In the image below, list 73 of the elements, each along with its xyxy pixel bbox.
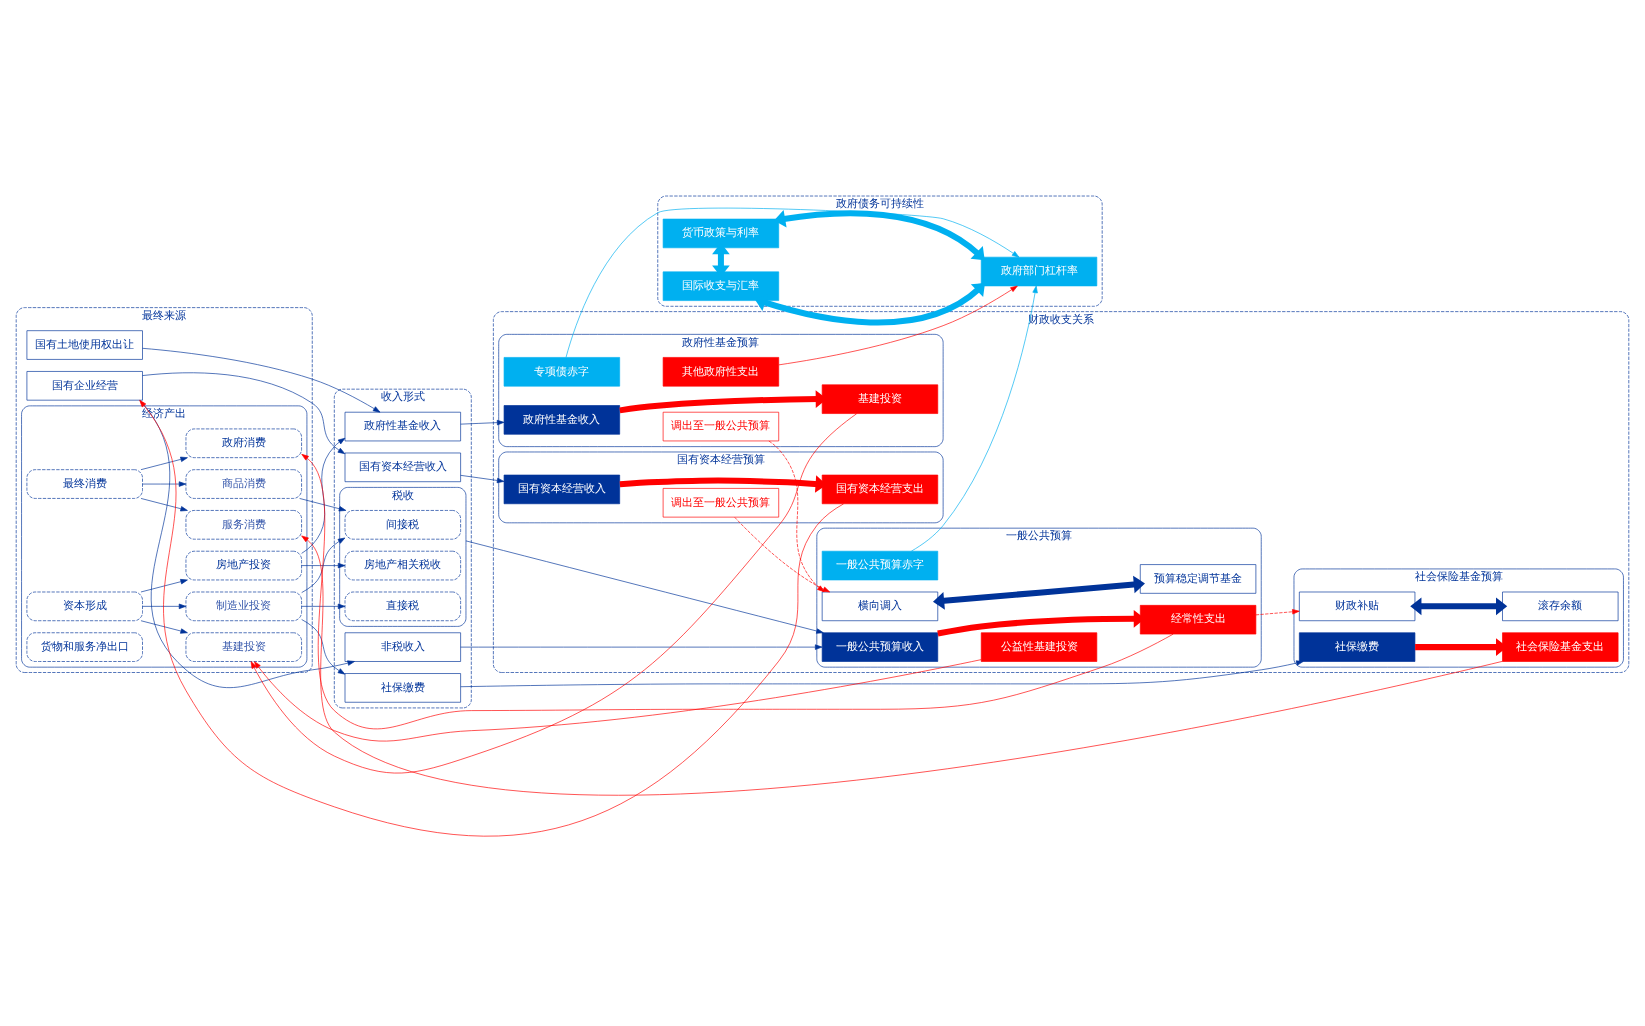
node-box: 公益性基建投资 (980, 631, 1098, 662)
node-box: 一般公共预算赤字 (821, 550, 939, 580)
arrow (301, 537, 346, 593)
arrow (734, 516, 831, 592)
arrow (565, 207, 1020, 358)
arrow (142, 372, 346, 454)
arrow (140, 578, 188, 592)
arrow (754, 282, 986, 325)
node-box: 国有资本经营收入 (503, 474, 620, 504)
node-box: 财政补贴 (1299, 591, 1416, 621)
node-box: 国际收支与汇率 (662, 271, 780, 301)
node-box: 房地产投资 (185, 550, 302, 580)
node-box: 专项债赤字 (503, 356, 620, 386)
node-box: 横向调入 (821, 591, 939, 621)
arrow (250, 412, 858, 773)
node-box: 经常性支出 (1139, 604, 1257, 634)
node-box: 政府部门杠杆率 (980, 256, 1098, 286)
arrow (140, 456, 188, 470)
arrow (465, 540, 824, 634)
arrow (299, 497, 347, 511)
arrow (301, 603, 346, 609)
node-box: 最终消费 (26, 468, 143, 499)
arrow (139, 399, 355, 688)
arrow (254, 658, 982, 741)
arrow (1410, 597, 1508, 615)
arrow (460, 474, 505, 483)
arrow (778, 285, 1018, 365)
node-box: 国有企业经营 (26, 370, 143, 400)
node-box: 政府性基金收入 (344, 411, 461, 441)
node-box: 社会保险基金支出 (1502, 631, 1619, 662)
arrow (142, 480, 187, 487)
node-box: 调出至一般公共预算 (662, 487, 780, 517)
node-box: 直接税 (344, 591, 461, 621)
arrow (301, 618, 346, 674)
node-box: 资本形成 (26, 591, 143, 621)
node-box: 政府消费 (185, 428, 302, 458)
node-box: 货物和服务净出口 (26, 631, 143, 662)
node-box: 预算稳定调节基金 (1139, 563, 1257, 594)
node-box: 间接税 (344, 509, 461, 540)
node-box: 房地产相关税收 (344, 550, 461, 580)
node-box: 基建投资 (821, 383, 939, 414)
arrow (301, 453, 1174, 729)
arrow (142, 603, 187, 609)
arrow (301, 562, 346, 568)
arrow (768, 440, 825, 592)
node-box: 滚存余额 (1502, 591, 1619, 621)
node-box: 政府性基金收入 (503, 404, 620, 435)
node-box: 其他政府性支出 (662, 356, 780, 386)
node-box: 调出至一般公共预算 (662, 411, 780, 441)
arrow (460, 659, 1304, 687)
node-box: 非税收入 (344, 631, 461, 662)
arrow (460, 643, 823, 650)
arrow (140, 497, 188, 511)
node-box: 商品消费 (185, 468, 302, 499)
node-box: 社保缴费 (1299, 631, 1416, 662)
arrow (932, 575, 1145, 610)
arrow (460, 419, 505, 425)
node-box: 基建投资 (185, 631, 302, 662)
arrow (911, 285, 1038, 551)
arrow (1255, 608, 1300, 615)
node-box: 货币政策与利率 (662, 218, 780, 248)
arrow (142, 347, 381, 412)
node-box: 国有资本经营支出 (821, 474, 939, 504)
node-box: 社保缴费 (344, 672, 461, 703)
node-box: 服务消费 (185, 509, 302, 540)
arrow (301, 535, 1503, 795)
arrow (139, 399, 844, 836)
node-box: 一般公共预算收入 (821, 631, 939, 662)
arrow (140, 619, 188, 634)
arrow (774, 209, 985, 260)
node-box: 制造业投资 (185, 591, 302, 621)
node-box: 国有资本经营收入 (344, 452, 461, 482)
node-box: 国有土地使用权出让 (26, 329, 143, 360)
